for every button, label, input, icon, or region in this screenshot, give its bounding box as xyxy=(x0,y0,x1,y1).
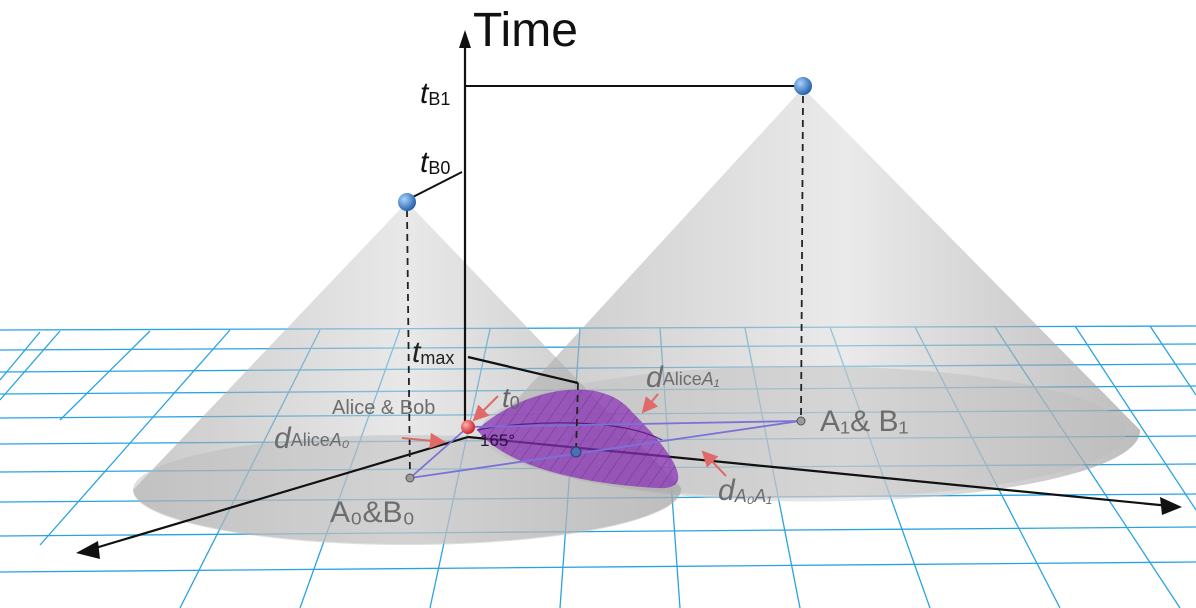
x-axis-arrowhead xyxy=(1160,497,1182,515)
tB0-label: tB0 xyxy=(420,146,450,179)
distance-triangle xyxy=(409,420,801,479)
a1b1-label: A₁& B₁ xyxy=(820,405,909,438)
annotation-arrows xyxy=(401,393,727,477)
alice-bob-label: Alice & Bob xyxy=(332,397,435,419)
tmax-base-node xyxy=(570,446,582,458)
angle-label: 165° xyxy=(480,431,515,450)
y-axis-arrowhead xyxy=(76,541,100,559)
a0b0-label: A₀&B₀ xyxy=(330,496,415,529)
d-alice-a1-label: dAliceA₁ xyxy=(646,361,720,394)
tmax-label: tmax xyxy=(412,336,454,369)
t0-label: t0 xyxy=(502,382,520,413)
time-axis xyxy=(459,30,471,425)
time-axis-label: Time xyxy=(473,4,578,57)
event-b0-node xyxy=(398,193,416,211)
tB0-connector xyxy=(406,171,463,201)
d-alice-a0-label: dAliceA₀ xyxy=(274,422,350,455)
reachable-region xyxy=(476,389,679,489)
event-b1-node xyxy=(794,77,812,95)
dashed-drop-lines xyxy=(406,95,804,479)
alice-bob-node xyxy=(461,420,475,434)
tB1-label: tB1 xyxy=(420,77,450,110)
d-a0-a1-label: dA₀A₁ xyxy=(718,474,772,507)
a0b0-base-node xyxy=(405,473,415,483)
a1b1-base-node xyxy=(796,416,806,426)
